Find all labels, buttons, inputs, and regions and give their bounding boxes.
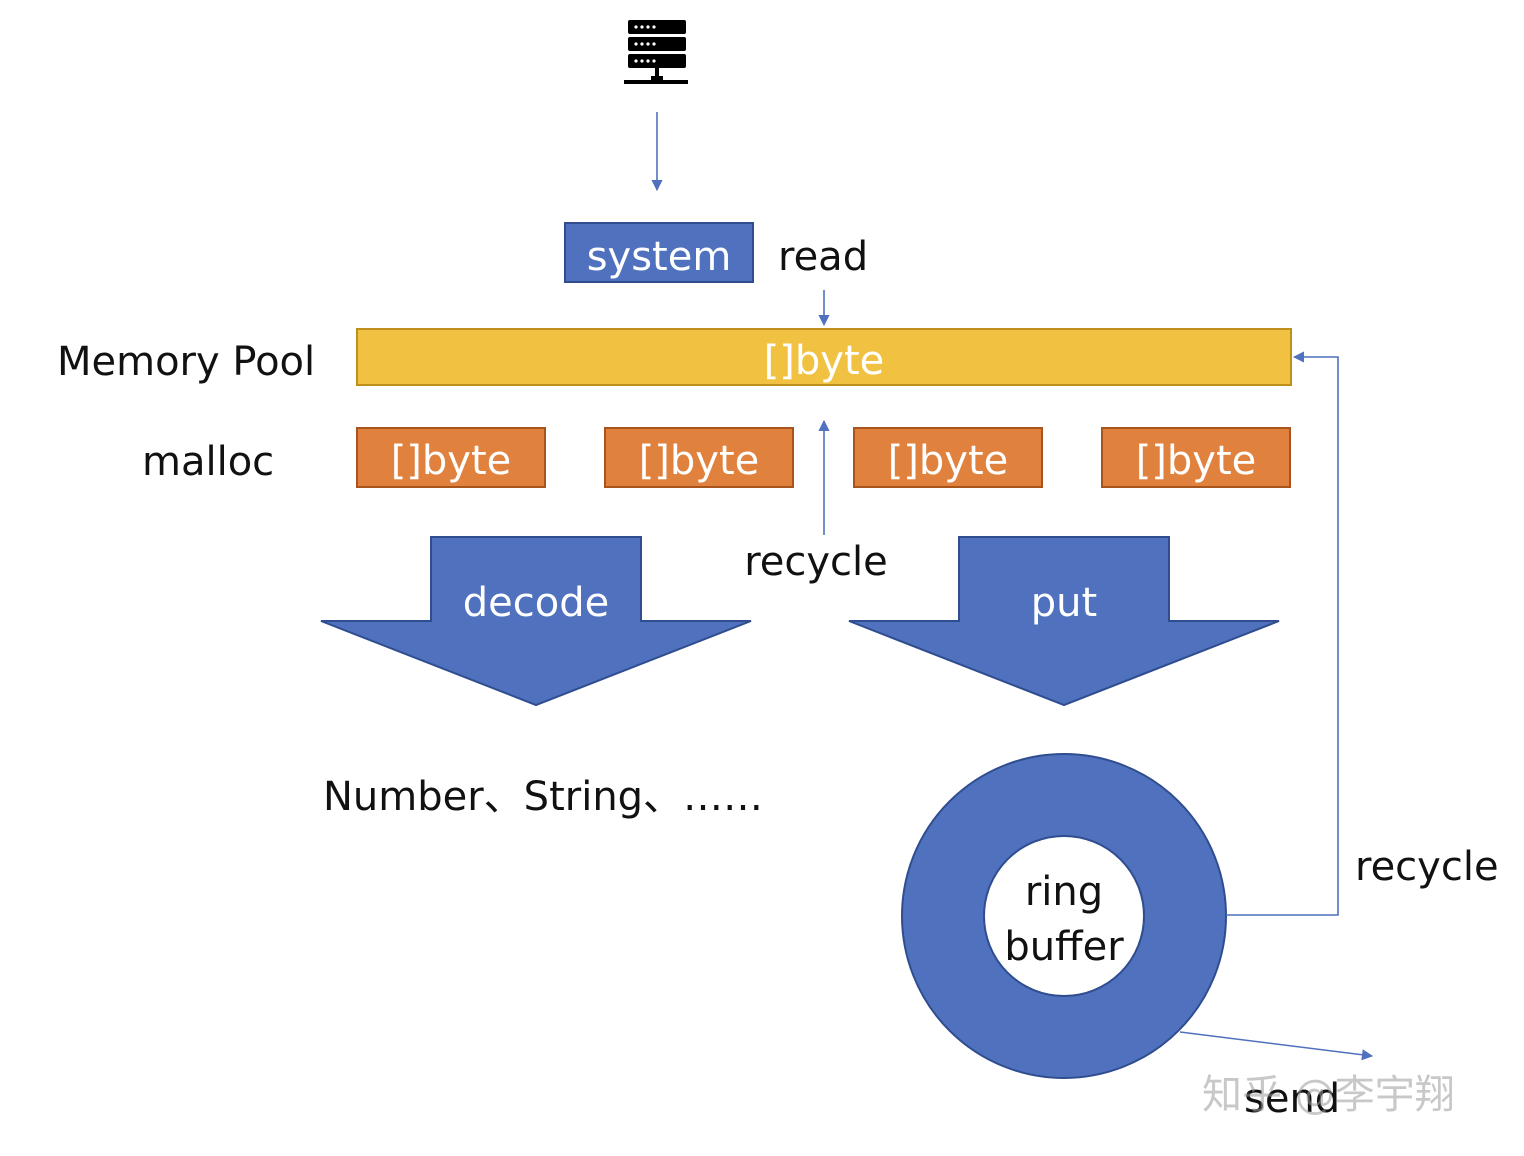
chunk-2: []byte — [604, 427, 794, 488]
chunk-label: []byte — [1136, 438, 1257, 484]
ring-buffer-label-line2: buffer — [1004, 924, 1124, 970]
chunk-3: []byte — [853, 427, 1043, 488]
decode-output-label: Number、String、…… — [323, 774, 763, 820]
memory-pool-label: Memory Pool — [57, 339, 315, 385]
read-label: read — [778, 234, 868, 280]
put-label: put — [1031, 580, 1097, 626]
recycle-center-label: recycle — [744, 539, 888, 585]
malloc-label: malloc — [142, 439, 274, 485]
memory-pool-bar — [356, 328, 1292, 386]
ring-buffer — [901, 753, 1227, 1079]
memory-pool-bar-label: []byte — [764, 338, 885, 384]
server-icon — [624, 20, 688, 84]
chunk-1: []byte — [356, 427, 546, 488]
system-box — [564, 222, 754, 283]
ring-buffer-label-line1: ring — [1025, 869, 1103, 915]
chunk-label: []byte — [391, 438, 512, 484]
recycle-right-label: recycle — [1355, 844, 1499, 890]
chunk-label: []byte — [639, 438, 760, 484]
system-box-label: system — [587, 234, 732, 280]
put-arrow-shape — [848, 536, 1280, 707]
decode-label: decode — [463, 580, 609, 626]
chunk-4: []byte — [1101, 427, 1291, 488]
watermark: 知乎 @李宇翔 — [1202, 1072, 1455, 1118]
arrow-recycle-right — [1226, 351, 1339, 916]
chunk-label: []byte — [888, 438, 1009, 484]
arrow-send — [1179, 1031, 1374, 1061]
send-label: send — [1244, 1076, 1340, 1122]
decode-arrow-shape — [320, 536, 752, 707]
